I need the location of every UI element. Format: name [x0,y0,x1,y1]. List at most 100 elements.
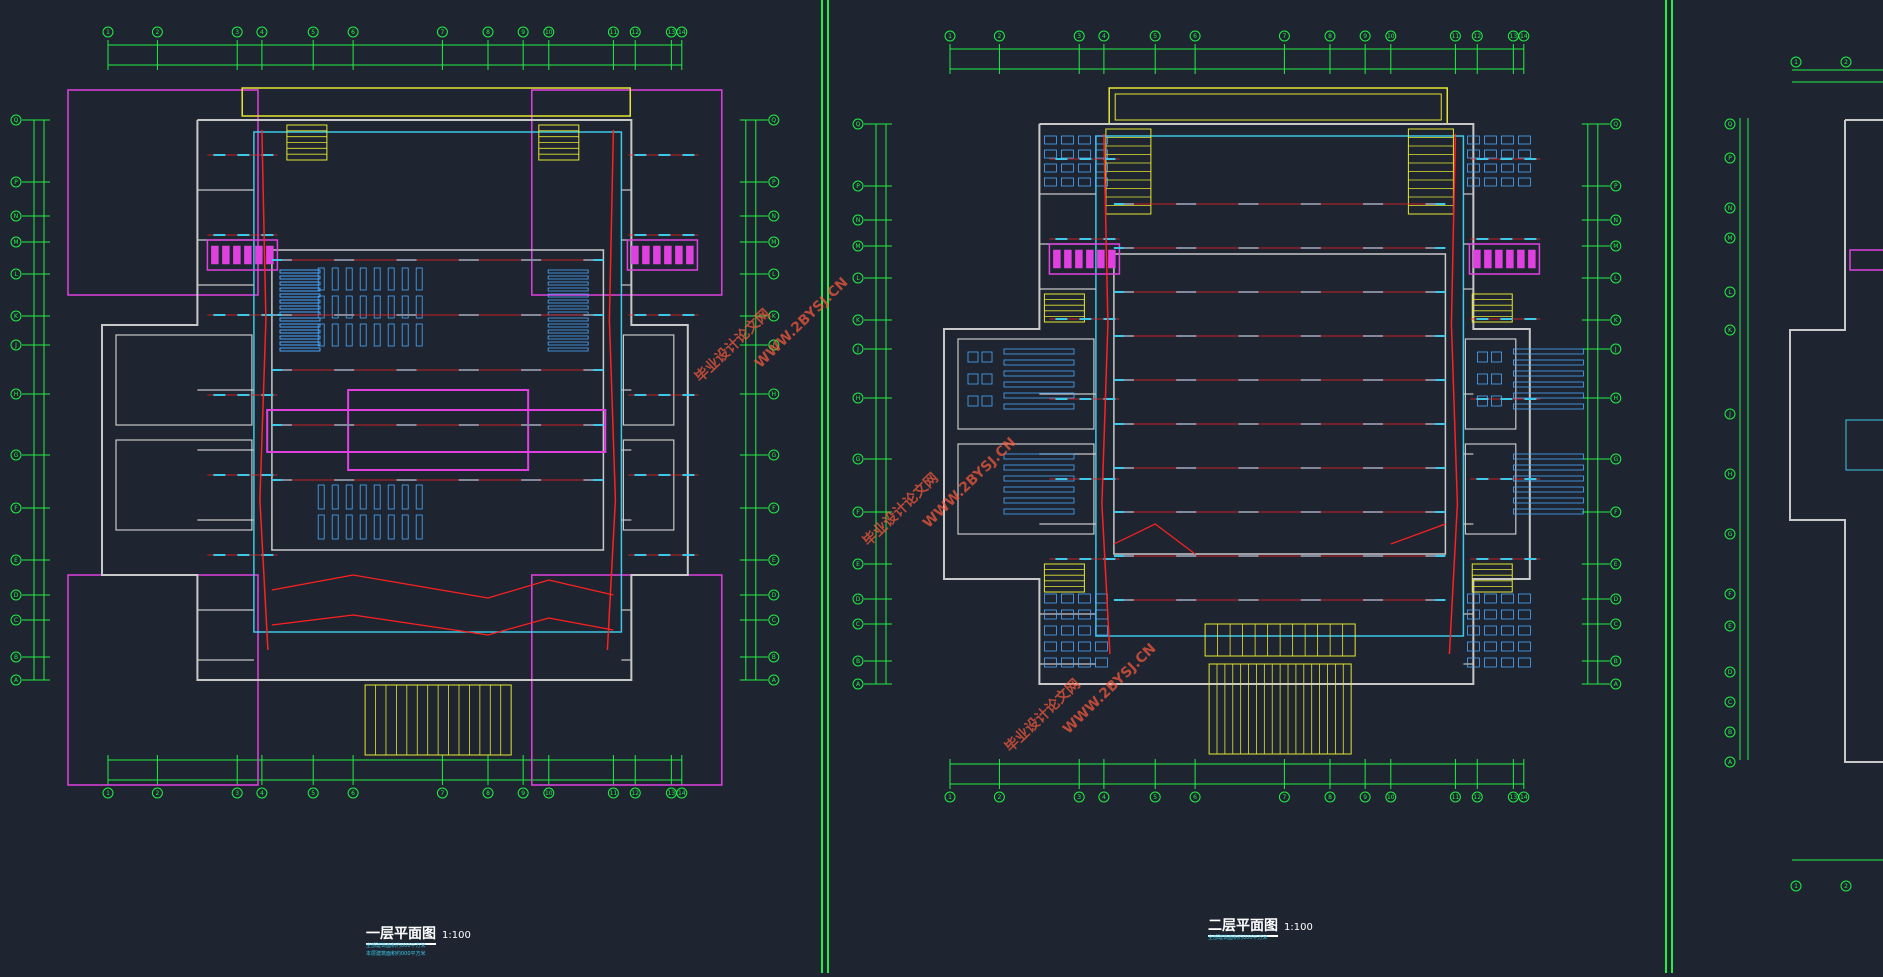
sheet-note: 全部建筑面积约000平方米 [366,943,426,949]
axis-bubble [256,787,268,799]
toilet-block [1849,249,1883,271]
axis-bubble-label: 12 [1473,33,1481,40]
axis-bubble-label: 8 [1328,33,1332,40]
bookshelf [279,335,321,340]
chair [1477,351,1488,363]
desk [1484,641,1497,652]
axis-bubble [10,268,22,280]
bookshelf [331,484,339,510]
axis-bubble [1724,232,1736,244]
axis-bubble-label: 2 [997,794,1001,801]
axis-bubble-label: M [855,243,860,250]
axis-bubble [436,787,448,799]
reading-table [1513,392,1584,399]
sheet-title-text: 二层平面图 [1208,918,1278,937]
toilet-fixture [1108,249,1116,269]
roof-edge [1108,87,1448,125]
desk [1518,657,1531,668]
axis-bubble [10,651,22,663]
axis-bubble [1385,30,1397,42]
bookshelf [547,341,589,346]
axis-bubble [1610,314,1622,326]
exterior-wall [943,123,1531,685]
axis-bubble [307,26,319,38]
desk [1484,177,1497,187]
axis-bubble-label: 5 [311,29,315,36]
axis-bubble-label: 13 [668,790,676,797]
bookshelf [279,341,321,346]
axis-bubble-label: P [14,179,18,186]
axis-bubble [347,26,359,38]
axis-bubble [1724,588,1736,600]
axis-bubble [543,26,555,38]
axis-bubble-label: G [1613,456,1618,463]
bookshelf [415,323,423,347]
axis-bubble [256,26,268,38]
axis-bubble-label: 7 [440,790,444,797]
axis-bubble [1149,30,1161,42]
axis-bubble-label: K [14,313,19,320]
axis-bubble-label: 8 [1328,794,1332,801]
desk [1044,163,1057,173]
axis-bubble-label: 14 [678,29,686,36]
axis-bubble-label: P [772,179,776,186]
axis-bubble [1790,56,1802,68]
terrace-outline [67,89,259,296]
desk [1484,625,1497,636]
reading-table [1003,348,1075,355]
desk [1501,135,1514,145]
interior-wall [1095,135,1465,637]
axis-bubble-label: 9 [521,29,525,36]
room-wall [1464,338,1517,430]
reading-table [1513,486,1584,493]
axis-bubble-label: A [14,677,19,684]
room-wall [957,338,1095,430]
axis-bubble [629,26,641,38]
bookshelf [279,275,321,280]
bookshelf [547,335,589,340]
bookshelf [547,317,589,322]
reading-table [1003,486,1075,493]
bookshelf [279,347,321,352]
axis-bubble [1149,791,1161,803]
axis-bubble-label: N [1728,205,1733,212]
axis-bubble-label: 9 [1363,33,1367,40]
desk [1467,593,1480,604]
reading-table [1003,381,1075,388]
axis-bubble [768,268,780,280]
reading-table [1003,508,1075,515]
reading-table [1513,475,1584,482]
axis-bubble [1724,528,1736,540]
axis-bubble-label: L [1728,289,1732,296]
desk [1078,625,1091,636]
axis-bubble-label: L [856,275,860,282]
desk [1501,149,1514,159]
axis-bubble-label: 2 [997,33,1001,40]
axis-bubble [1840,56,1852,68]
toilet-fixture [642,245,650,265]
desk [1501,641,1514,652]
bookshelf [279,323,321,328]
axis-bubble-label: M [1613,243,1618,250]
axis-bubble [1278,30,1290,42]
bookshelf [547,329,589,334]
axis-bubble [1073,30,1085,42]
toilet-fixture [244,245,252,265]
bookshelf [359,267,367,291]
axis-bubble-label: 1 [106,790,110,797]
room-wall [115,334,253,426]
desk [1518,593,1531,604]
axis-bubble [1610,118,1622,130]
sheet-scale: 1:100 [442,930,471,941]
bookshelf [279,341,321,346]
desk [1484,163,1497,173]
toilet-fixture [686,245,694,265]
axis-bubble-label: Q [14,117,19,124]
bookshelf [359,484,367,510]
axis-bubble [768,236,780,248]
axis-bubble-label: M [771,239,776,246]
axis-bubble-label: J [1728,411,1731,418]
bookshelf [547,275,589,280]
axis-bubble-label: 14 [1520,33,1528,40]
